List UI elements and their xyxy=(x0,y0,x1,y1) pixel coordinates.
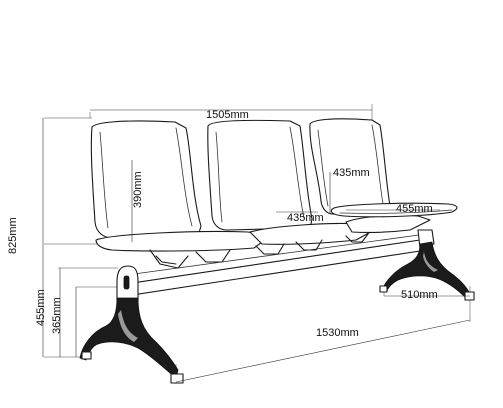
dim-overall-width-base: 1530mm xyxy=(316,327,359,339)
seat-pans xyxy=(95,202,458,252)
seat-pan-left xyxy=(95,230,271,252)
dim-leg-depth: 510mm xyxy=(401,289,438,301)
dim-total-height: 825mm xyxy=(7,217,19,254)
dim-back-height: 390mm xyxy=(132,171,144,208)
extension-lines xyxy=(44,104,471,384)
dimension-lines xyxy=(42,109,471,383)
dim-beam-height: 365mm xyxy=(51,297,63,334)
dim-overall-width-top: 1505mm xyxy=(206,109,249,121)
dim-table-depth: 455mm xyxy=(396,203,433,215)
seat-back-middle xyxy=(207,119,313,231)
dim-seat-depth: 435mm xyxy=(287,212,324,224)
dim-seat-height: 455mm xyxy=(35,289,47,326)
seat-pan-right xyxy=(345,214,431,233)
leg-slot xyxy=(123,275,130,290)
seat-back-left xyxy=(90,120,202,239)
front-leg xyxy=(79,265,184,384)
rear-leg-body xyxy=(381,241,471,299)
dim-back-side-height: 435mm xyxy=(333,167,370,179)
